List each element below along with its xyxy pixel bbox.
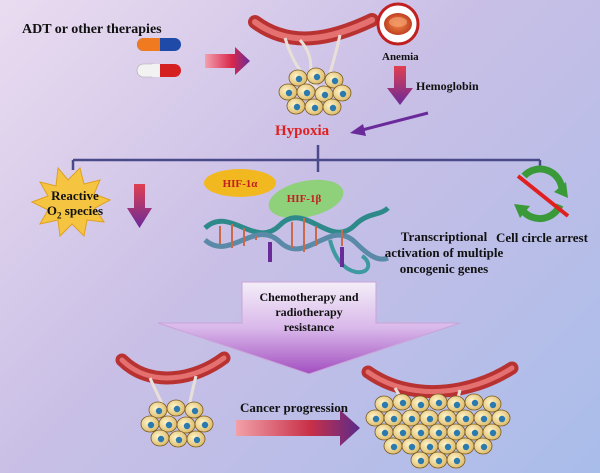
anemia-arrow: [387, 66, 413, 105]
progression-arrow: [236, 410, 360, 446]
small-tumor-icon: [115, 351, 231, 448]
anemia-label: Anemia: [382, 51, 419, 63]
hif1b-label: HIF-1β: [287, 193, 322, 205]
capsule-red-icon: [136, 63, 181, 78]
ros-label-species: species: [61, 203, 104, 218]
resistance-line2: radiotherapy: [275, 305, 343, 319]
transcription-line2: activation of multiple: [384, 245, 504, 260]
hif1a-label: HIF-1α: [223, 178, 259, 190]
blood-vessel-tumor-icon: [248, 13, 379, 116]
hemoglobin-label: Hemoglobin: [416, 79, 479, 93]
transcription-line1: Transcriptional: [400, 229, 488, 244]
large-tumor-icon: [361, 361, 519, 469]
transcription-line3: oncogenic genes: [399, 261, 489, 276]
therapies-label: ADT or other therapies: [22, 22, 162, 37]
ros-label: Reactive O2 species: [45, 188, 105, 224]
hif1a-ellipse: [204, 169, 276, 197]
therapy-arrow: [205, 47, 250, 75]
progression-label: Cancer progression: [240, 400, 348, 415]
ros-label-sub: 2: [57, 210, 62, 221]
branch-line: [71, 145, 542, 172]
ros-label-line1: Reactive: [51, 188, 99, 203]
dna-helix-icon: [203, 206, 390, 275]
resistance-line1: Chemotherapy and: [259, 290, 359, 304]
resistance-line3: resistance: [283, 320, 335, 334]
ros-label-o: O: [46, 203, 58, 218]
resistance-arrow: [157, 281, 461, 375]
red-blood-cell-icon: [376, 2, 420, 46]
hypoxia-arrow-head: [350, 124, 366, 136]
hif1b-ellipse: [268, 179, 344, 219]
cell-cycle-label: Cell circle arrest: [496, 230, 588, 245]
transcription-label: Transcriptional activation of multiple o…: [384, 229, 504, 277]
ros-down-arrow: [127, 184, 152, 228]
capsule-blue-icon: [137, 38, 181, 51]
resistance-label: Chemotherapy and radiotherapy resistance: [242, 290, 376, 335]
hypoxia-label: Hypoxia: [275, 123, 330, 139]
ros-starburst-icon: [30, 166, 112, 238]
cell-cycle-arrows-icon: [514, 165, 570, 223]
